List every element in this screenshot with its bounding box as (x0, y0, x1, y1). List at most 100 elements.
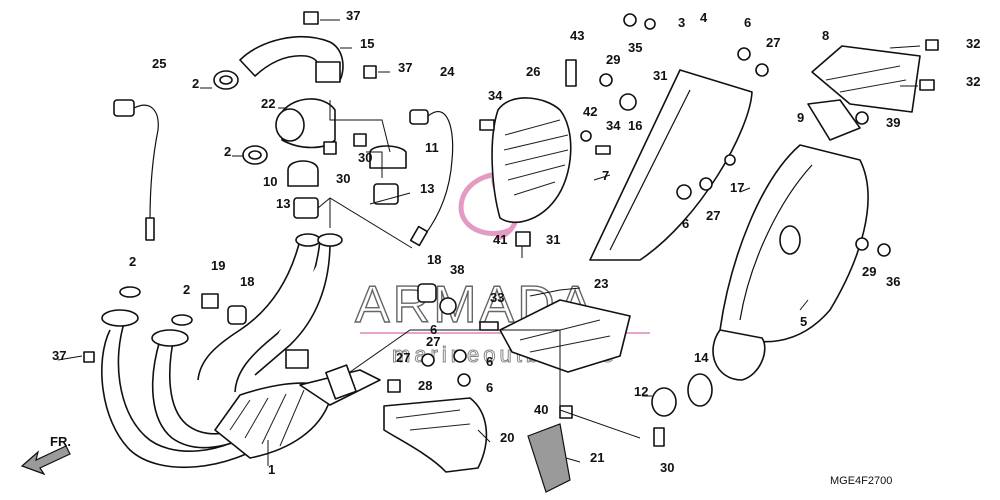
muffler-tailpipe (712, 329, 766, 381)
callout-10: 10 (263, 174, 277, 189)
callout-37: 37 (346, 8, 360, 23)
callout-30: 30 (358, 150, 372, 165)
collar-13 (373, 183, 399, 205)
callout-12: 12 (634, 384, 648, 399)
callout-13: 13 (276, 196, 290, 211)
callout-28: 28 (418, 378, 432, 393)
callout-43: 43 (570, 28, 584, 43)
upper-joint-pipes (239, 36, 344, 149)
callout-37: 37 (52, 348, 66, 363)
band-10 (287, 160, 319, 187)
front-direction-arrow: FR. (20, 434, 71, 476)
bolt-icon (479, 119, 495, 131)
callout-36: 36 (886, 274, 900, 289)
leader-lines (57, 19, 921, 466)
bolt-icon (919, 79, 935, 91)
callout-15: 15 (360, 36, 374, 51)
gasket-icon (248, 150, 262, 160)
callout-29: 29 (862, 264, 876, 279)
header-flange (151, 329, 189, 347)
callout-22: 22 (261, 96, 275, 111)
callout-2: 2 (183, 282, 190, 297)
collar-13 (293, 197, 319, 219)
callout-41: 41 (493, 232, 507, 247)
bands-and-clamps (287, 145, 713, 417)
callout-6: 6 (682, 216, 689, 231)
nut-icon (855, 111, 869, 125)
bolt-icon (925, 39, 939, 51)
washer-icon (580, 130, 592, 142)
muffler-5 (712, 144, 869, 381)
grommet-icon (457, 373, 471, 387)
collar-18-icon (227, 305, 247, 325)
callout-7: 7 (602, 168, 609, 183)
collar-16-icon (619, 93, 637, 111)
callout-32: 32 (966, 74, 980, 89)
under-cover-23 (499, 299, 631, 373)
washer-icon (644, 18, 656, 30)
callout-14: 14 (694, 350, 709, 365)
callout-2: 2 (129, 254, 136, 269)
pipe-connector (325, 364, 357, 400)
bolt-icon (515, 231, 531, 247)
callout-19: 19 (211, 258, 225, 273)
callout-27: 27 (426, 334, 440, 349)
bracket-21 (527, 423, 571, 493)
gasket-14 (687, 373, 713, 407)
header-flange (101, 309, 139, 327)
bolt-icon (363, 65, 377, 79)
band-11 (369, 145, 407, 169)
muffler-cover-7 (589, 69, 753, 261)
sensor-connector-icon (113, 99, 135, 117)
nut-icon (877, 243, 891, 257)
callout-23: 23 (594, 276, 608, 291)
callout-30: 30 (660, 460, 674, 475)
gaskets (119, 70, 268, 326)
callout-1: 1 (268, 462, 275, 477)
callout-25: 25 (152, 56, 166, 71)
nut-icon (453, 349, 467, 363)
bolt-icon (387, 379, 401, 393)
arrow-left-icon (20, 445, 71, 476)
bolt-icon (353, 133, 367, 147)
callout-34: 34 (606, 118, 621, 133)
washer-icon (439, 297, 457, 315)
collar-18-icon (417, 283, 437, 303)
callout-2: 2 (192, 76, 199, 91)
callout-2: 2 (224, 144, 231, 159)
bracket-20 (383, 397, 488, 473)
bolt-icon (595, 145, 611, 155)
bolt-icon (201, 293, 219, 309)
callout-6: 6 (744, 15, 751, 30)
callout-40: 40 (534, 402, 548, 417)
grommet-icon (676, 184, 692, 200)
callout-21: 21 (590, 450, 604, 465)
callout-27: 27 (396, 350, 410, 365)
callout-6: 6 (430, 322, 437, 337)
callout-35: 35 (628, 40, 642, 55)
callout-20: 20 (500, 430, 514, 445)
callout-37: 37 (398, 60, 412, 75)
header-flange (295, 233, 321, 247)
callout-24: 24 (440, 64, 455, 79)
callout-6: 6 (486, 380, 493, 395)
callout-29: 29 (606, 52, 620, 67)
callout-5: 5 (800, 314, 807, 329)
callout-3: 3 (678, 15, 685, 30)
callout-26: 26 (526, 64, 540, 79)
callout-27: 27 (706, 208, 720, 223)
callout-42: 42 (583, 104, 597, 119)
header-flange (317, 233, 343, 247)
washer-icon (724, 154, 736, 166)
nut-icon (737, 47, 751, 61)
callout-4: 4 (700, 10, 708, 25)
callout-30: 30 (336, 171, 350, 186)
callout-13: 13 (420, 181, 434, 196)
callout-27: 27 (766, 35, 780, 50)
bolt-icon (303, 11, 319, 25)
band-12 (651, 387, 677, 417)
callout-38: 38 (450, 262, 464, 277)
callout-39: 39 (886, 115, 900, 130)
